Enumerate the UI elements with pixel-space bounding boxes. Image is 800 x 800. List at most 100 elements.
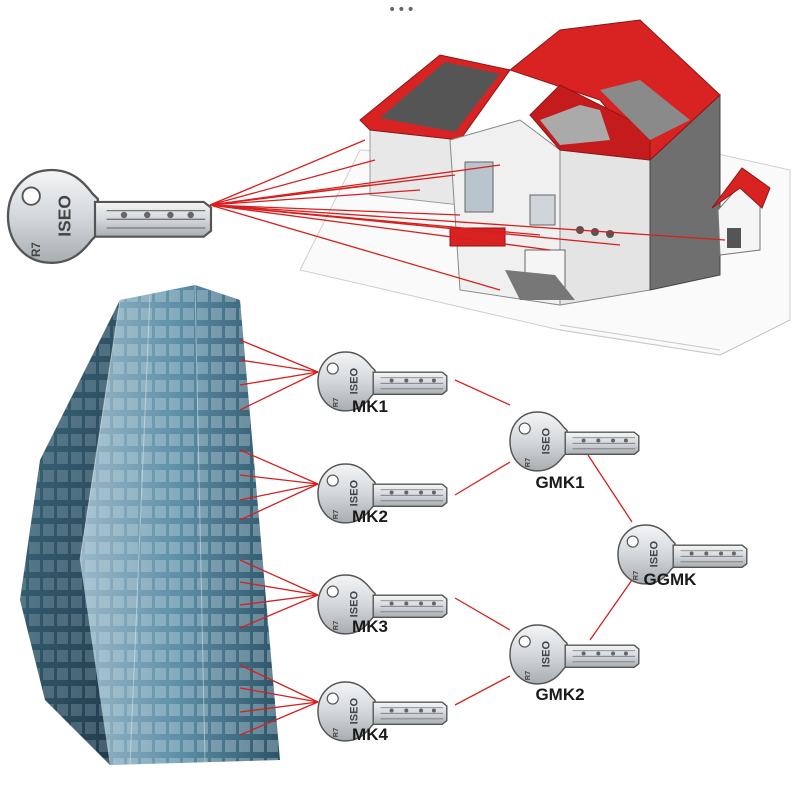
key-dimple: [719, 551, 724, 556]
mk2-key: ISEO R7: [317, 463, 448, 524]
overflow-menu-icon[interactable]: •••: [388, 2, 416, 18]
tower-to-mk-link: [239, 483, 319, 501]
key-dimple: [404, 490, 409, 495]
key-dimple: [704, 551, 709, 556]
key-dimple: [623, 438, 628, 443]
tower-to-mk-link: [239, 371, 319, 386]
tower-to-mk-link: [239, 371, 319, 411]
key-label-mk1: MK1: [352, 397, 388, 416]
key-hole: [326, 362, 339, 375]
house-window: [464, 161, 494, 213]
key-dimple: [389, 490, 394, 495]
key-dimple: [404, 378, 409, 383]
key-dimple: [144, 211, 151, 219]
interior-room: [600, 80, 690, 140]
key-dimple: [419, 378, 424, 383]
key-bow: [509, 411, 568, 472]
key-label-gmk2: GMK2: [535, 685, 584, 704]
key-model: R7: [331, 510, 340, 519]
key-brand: ISEO: [349, 480, 361, 507]
key-dimple: [419, 490, 424, 495]
key-dimple: [404, 708, 409, 713]
key-brand: ISEO: [54, 195, 74, 237]
key-dimple: [431, 378, 436, 383]
mk3-gmk2-link: [454, 597, 511, 631]
tower-to-mk-link: [239, 594, 319, 629]
house-side-wall: [559, 149, 651, 306]
gmk1-ggmk-link: [587, 454, 633, 523]
key-dimple: [167, 211, 174, 219]
key-dimple: [611, 438, 616, 443]
key-dimple: [404, 601, 409, 606]
tower-to-mk-link: [239, 687, 319, 703]
tower-to-mk-link: [239, 581, 319, 596]
tower-to-mk-link: [239, 559, 319, 596]
key-model: R7: [631, 571, 640, 580]
key-dimple: [581, 651, 586, 656]
tower-to-mk-link: [239, 359, 319, 373]
key-dimple: [389, 378, 394, 383]
key-dimple: [120, 211, 128, 219]
mk1-gmk1-link: [454, 379, 511, 406]
tower-to-mk-link: [239, 701, 319, 736]
house-window: [529, 194, 556, 226]
house-key-link: [209, 189, 421, 206]
house-key-link: [209, 164, 501, 206]
gmk2-key: ISEO R7: [509, 624, 640, 685]
key-hole: [326, 474, 339, 487]
key-model: R7: [523, 671, 532, 680]
key-hole: [626, 535, 639, 548]
key-dimple: [419, 601, 424, 606]
key-label-mk2: MK2: [352, 507, 388, 526]
house-fence: [559, 319, 791, 356]
key-dimple: [419, 708, 424, 713]
garage-wall: [369, 129, 461, 206]
house-illustration: [299, 19, 791, 356]
house-key-link: [209, 204, 461, 216]
key-dimple: [431, 708, 436, 713]
house-key-link: [209, 159, 376, 206]
key-dimple: [431, 490, 436, 495]
house-key-link: [209, 139, 366, 206]
key-brand: ISEO: [349, 591, 361, 618]
key-dimple: [623, 651, 628, 656]
interior-floor: [540, 105, 610, 145]
key-model: R7: [331, 621, 340, 630]
key-dimple: [581, 438, 586, 443]
key-dimple: [611, 651, 616, 656]
house-steps: [505, 270, 575, 300]
tower-to-mk-link: [239, 701, 319, 713]
key-brand: ISEO: [541, 641, 553, 668]
key-hole: [21, 186, 41, 206]
key-dimple: [431, 601, 436, 606]
key-model: R7: [30, 242, 43, 257]
office-tower-illustration: [20, 284, 280, 766]
key-hole: [518, 635, 531, 648]
key-model: R7: [331, 728, 340, 737]
tower-to-mk-link: [239, 664, 319, 703]
key-label-gmk1: GMK1: [535, 473, 584, 492]
gmk2-ggmk-link: [589, 579, 633, 641]
tower-to-mk-link: [239, 339, 319, 373]
tower-to-mk-link: [239, 483, 319, 521]
key-hole: [518, 422, 531, 435]
house-key-link: [209, 204, 551, 251]
key-dimple: [596, 438, 601, 443]
key-bow: [6, 168, 100, 264]
link-lines: [209, 139, 726, 736]
tower-to-mk-link: [239, 594, 319, 606]
house-key-link: [209, 204, 501, 291]
key-hole: [326, 585, 339, 598]
key-dimple: [731, 551, 736, 556]
doghouse-door: [727, 228, 741, 248]
key-dimple: [389, 708, 394, 713]
tower-windows: [80, 285, 280, 765]
key-label-mk3: MK3: [352, 617, 388, 636]
